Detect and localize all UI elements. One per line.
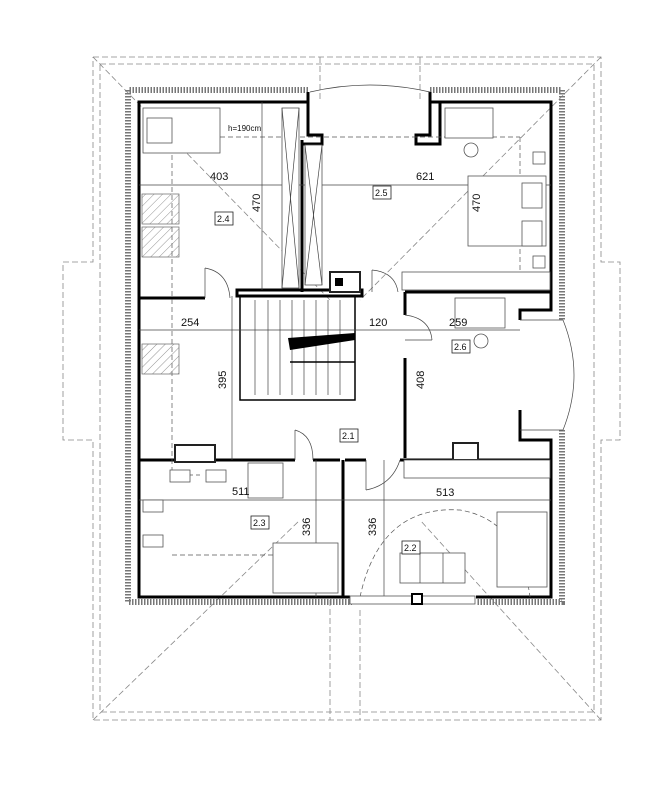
dimension-width: 511 (232, 486, 250, 498)
room-2-6: 259 2.6 408 (415, 317, 471, 389)
furniture (141, 107, 551, 605)
room-2-2: 513 336 2.2 (367, 487, 454, 555)
dimension-width: 120 (369, 317, 387, 329)
room-number: 2.5 (375, 188, 388, 198)
ceiling-height-note: h=190cm (228, 124, 261, 133)
dimension-depth: 395 (217, 371, 229, 389)
dimension-depth: 336 (367, 518, 379, 536)
room-2-4: h=190cm 403 470 2.4 (210, 124, 263, 226)
dimension-depth: 470 (251, 194, 263, 212)
interior-walls (139, 140, 551, 597)
dimension-width: 513 (436, 487, 454, 499)
room-2-5: 621 2.5 470 (372, 171, 483, 212)
dimension-width-left: 254 (181, 317, 199, 329)
room-number: 2.3 (253, 518, 266, 528)
room-number: 2.2 (404, 543, 417, 553)
staircase (254, 300, 355, 395)
room-2-3: 511 2.3 336 (232, 486, 313, 536)
doors (204, 267, 433, 491)
dimension-width: 621 (416, 171, 434, 183)
dimension-width: 403 (210, 171, 228, 183)
dimension-width: 259 (449, 317, 467, 329)
dimension-depth: 470 (471, 194, 483, 212)
room-number: 2.1 (342, 431, 355, 441)
room-number: 2.4 (217, 214, 230, 224)
dimension-depth: 408 (415, 371, 427, 389)
room-number: 2.6 (454, 342, 467, 352)
room-2-1: 254 120 395 2.1 (181, 317, 387, 443)
dimension-depth: 336 (301, 518, 313, 536)
